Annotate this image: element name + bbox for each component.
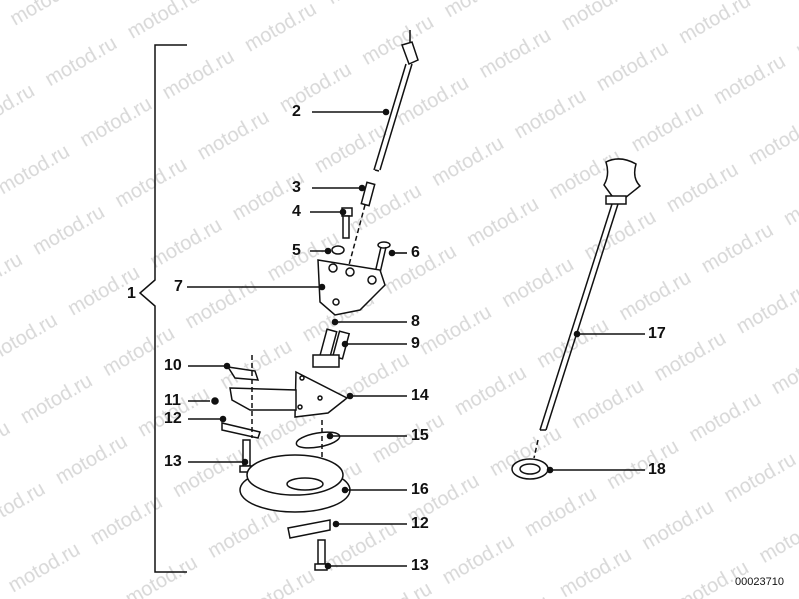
leader-lines [187, 108, 645, 570]
part-7-pump-housing [317, 259, 386, 316]
bracket-arm [229, 387, 297, 411]
callout-8: 8 [411, 313, 420, 330]
part-8-9-gears [312, 328, 351, 368]
callout-3: 3 [292, 179, 301, 196]
callout-13-upper: 13 [164, 453, 182, 470]
part-16-strainer [239, 454, 351, 513]
callout-12-upper: 12 [164, 410, 182, 427]
callout-1-group: 1 [127, 285, 136, 302]
callout-13-lower: 13 [411, 557, 429, 574]
part-14-cover [294, 370, 349, 418]
group-bracket [138, 44, 187, 573]
part-18-seal [511, 458, 549, 480]
callout-17: 17 [648, 325, 666, 342]
part-3-coupling [360, 181, 376, 207]
part-5-washer [331, 245, 345, 255]
callout-11: 11 [164, 392, 181, 409]
part-17-dipstick [533, 158, 642, 459]
callout-12-lower: 12 [411, 515, 429, 532]
callout-2: 2 [292, 103, 301, 120]
part-2-drive-rod [373, 30, 419, 172]
callout-16: 16 [411, 481, 429, 498]
callout-18: 18 [648, 461, 666, 478]
callout-5: 5 [292, 242, 301, 259]
drawing-code: 00023710 [735, 576, 784, 588]
part-15-gasket [295, 431, 341, 449]
callout-15: 15 [411, 427, 429, 444]
callout-6: 6 [411, 244, 420, 261]
callout-7: 7 [174, 278, 183, 295]
callout-10: 10 [164, 357, 182, 374]
part-4-bolt [341, 207, 353, 239]
callout-9: 9 [411, 335, 420, 352]
part-6-screw [374, 241, 391, 274]
callout-14: 14 [411, 387, 429, 404]
callout-4: 4 [292, 203, 301, 220]
